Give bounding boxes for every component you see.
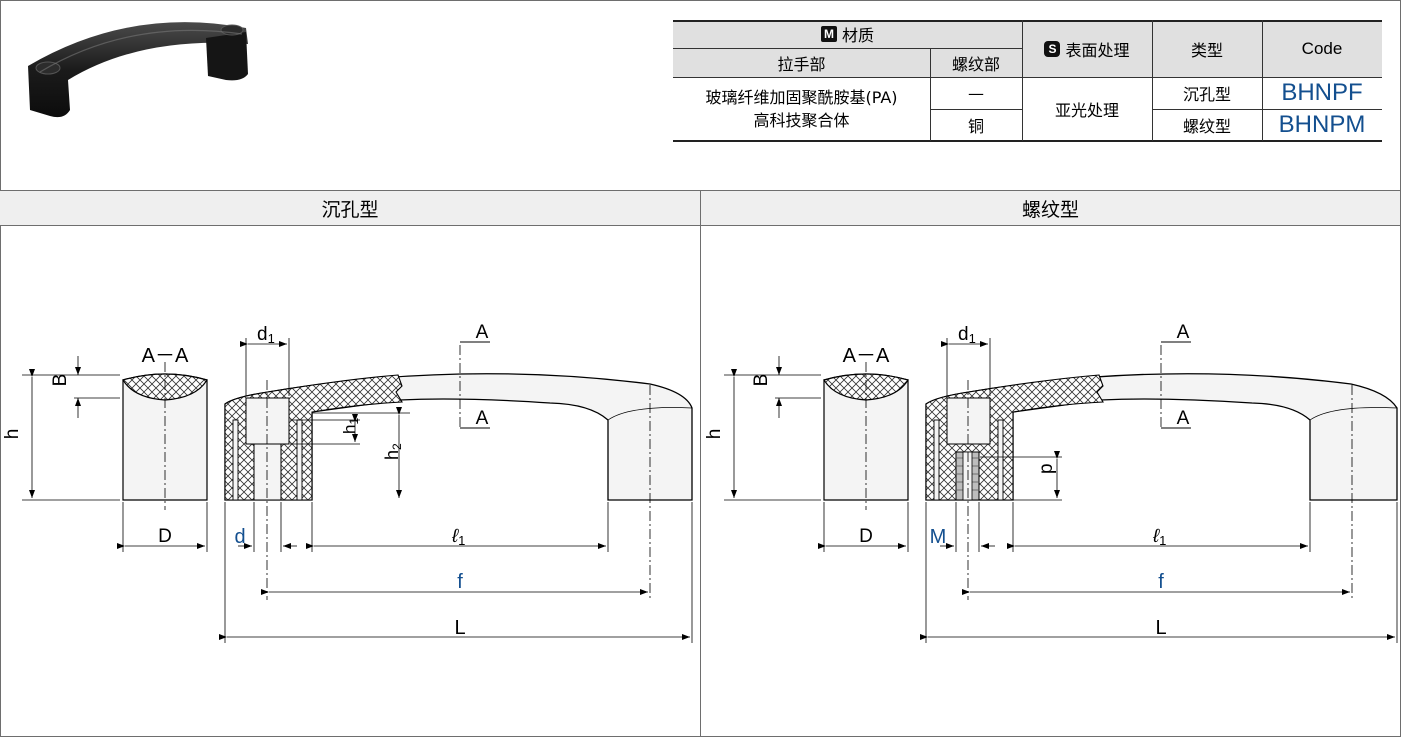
label-D-left: D [158,526,172,547]
label-d1-right: d1 [958,324,976,346]
handle-material-line1: 玻璃纤维加固聚酰胺基(PA) [705,88,898,107]
main-view-left [219,338,693,643]
label-M-right: M [930,526,947,548]
surface-header-cell: S 表面处理 [1022,20,1152,77]
label-A-top-left: A [476,322,489,343]
label-h1-left: h1 [340,418,361,434]
label-D-right: D [859,526,873,547]
thread-row2: 铜 [967,117,984,136]
label-h-left: h [2,429,23,440]
label-A-bottom-right: A [1177,408,1190,429]
label-h2-left: h2 [382,443,404,460]
table-rule [1152,109,1382,110]
section-view-right [724,356,909,552]
right-panel-title: 螺纹型 [701,190,1400,226]
table-rule [930,109,1022,110]
countersunk-drawing [22,338,693,643]
code-row2: BHNPM [1278,111,1366,138]
label-d-left: d [234,526,245,548]
label-f-left: f [457,571,463,593]
surface-badge-icon: S [1044,40,1061,57]
table-bottom-rule [673,140,1382,142]
handle-material-cell: 玻璃纤维加固聚酰胺基(PA) 高科技聚合体 [673,77,930,141]
label-L-right: L [1155,617,1166,639]
surface-header: 表面处理 [1065,40,1130,60]
table-rule [930,48,931,141]
label-L-left: L [454,617,465,639]
material-header: 材质 [841,26,874,45]
threaded-drawing [724,338,1398,643]
surface-value: 亚光处理 [1054,101,1119,120]
table-rule [673,77,1382,78]
label-B-left: B [50,374,71,387]
section-view-left [22,356,208,552]
thread-part-header: 螺纹部 [930,48,1022,77]
table-rule [1262,20,1263,141]
section-label-left: A－A [142,345,189,367]
type-row2: 螺纹型 [1182,117,1231,136]
material-badge-icon: M [820,26,837,42]
spec-table: M 材质 拉手部 螺纹部 S 表面处理 类型 Code 玻璃纤维加固聚酰胺基(P… [673,20,1382,142]
code-row1: BHNPF [1281,79,1363,106]
label-l1-right: ℓ1 [1152,526,1166,548]
product-photo [28,22,248,118]
code-header: Code [1262,20,1382,77]
label-A-top-right: A [1177,322,1190,343]
type-row1: 沉孔型 [1182,85,1231,104]
section-label-right: A－A [843,345,890,367]
handle-part-header: 拉手部 [673,48,930,77]
label-A-bottom-left: A [476,408,489,429]
label-B-right: B [751,374,772,387]
label-h-right: h [704,429,725,440]
label-p-right: p [1036,463,1057,474]
table-rule [1152,20,1153,141]
table-rule [1022,20,1023,141]
handle-material-line2: 高科技聚合体 [753,111,850,130]
type-header: 类型 [1152,20,1262,77]
panel-divider [700,190,701,736]
table-rule [673,48,1022,49]
material-header-cell: M 材质 [673,20,1022,48]
table-top-rule [673,20,1382,22]
left-panel-title: 沉孔型 [0,190,700,226]
label-d1-left: d1 [257,324,275,346]
label-l1-left: ℓ1 [451,526,465,548]
label-f-right: f [1158,571,1164,593]
main-view-right [920,338,1398,643]
thread-row1: — [968,83,984,103]
